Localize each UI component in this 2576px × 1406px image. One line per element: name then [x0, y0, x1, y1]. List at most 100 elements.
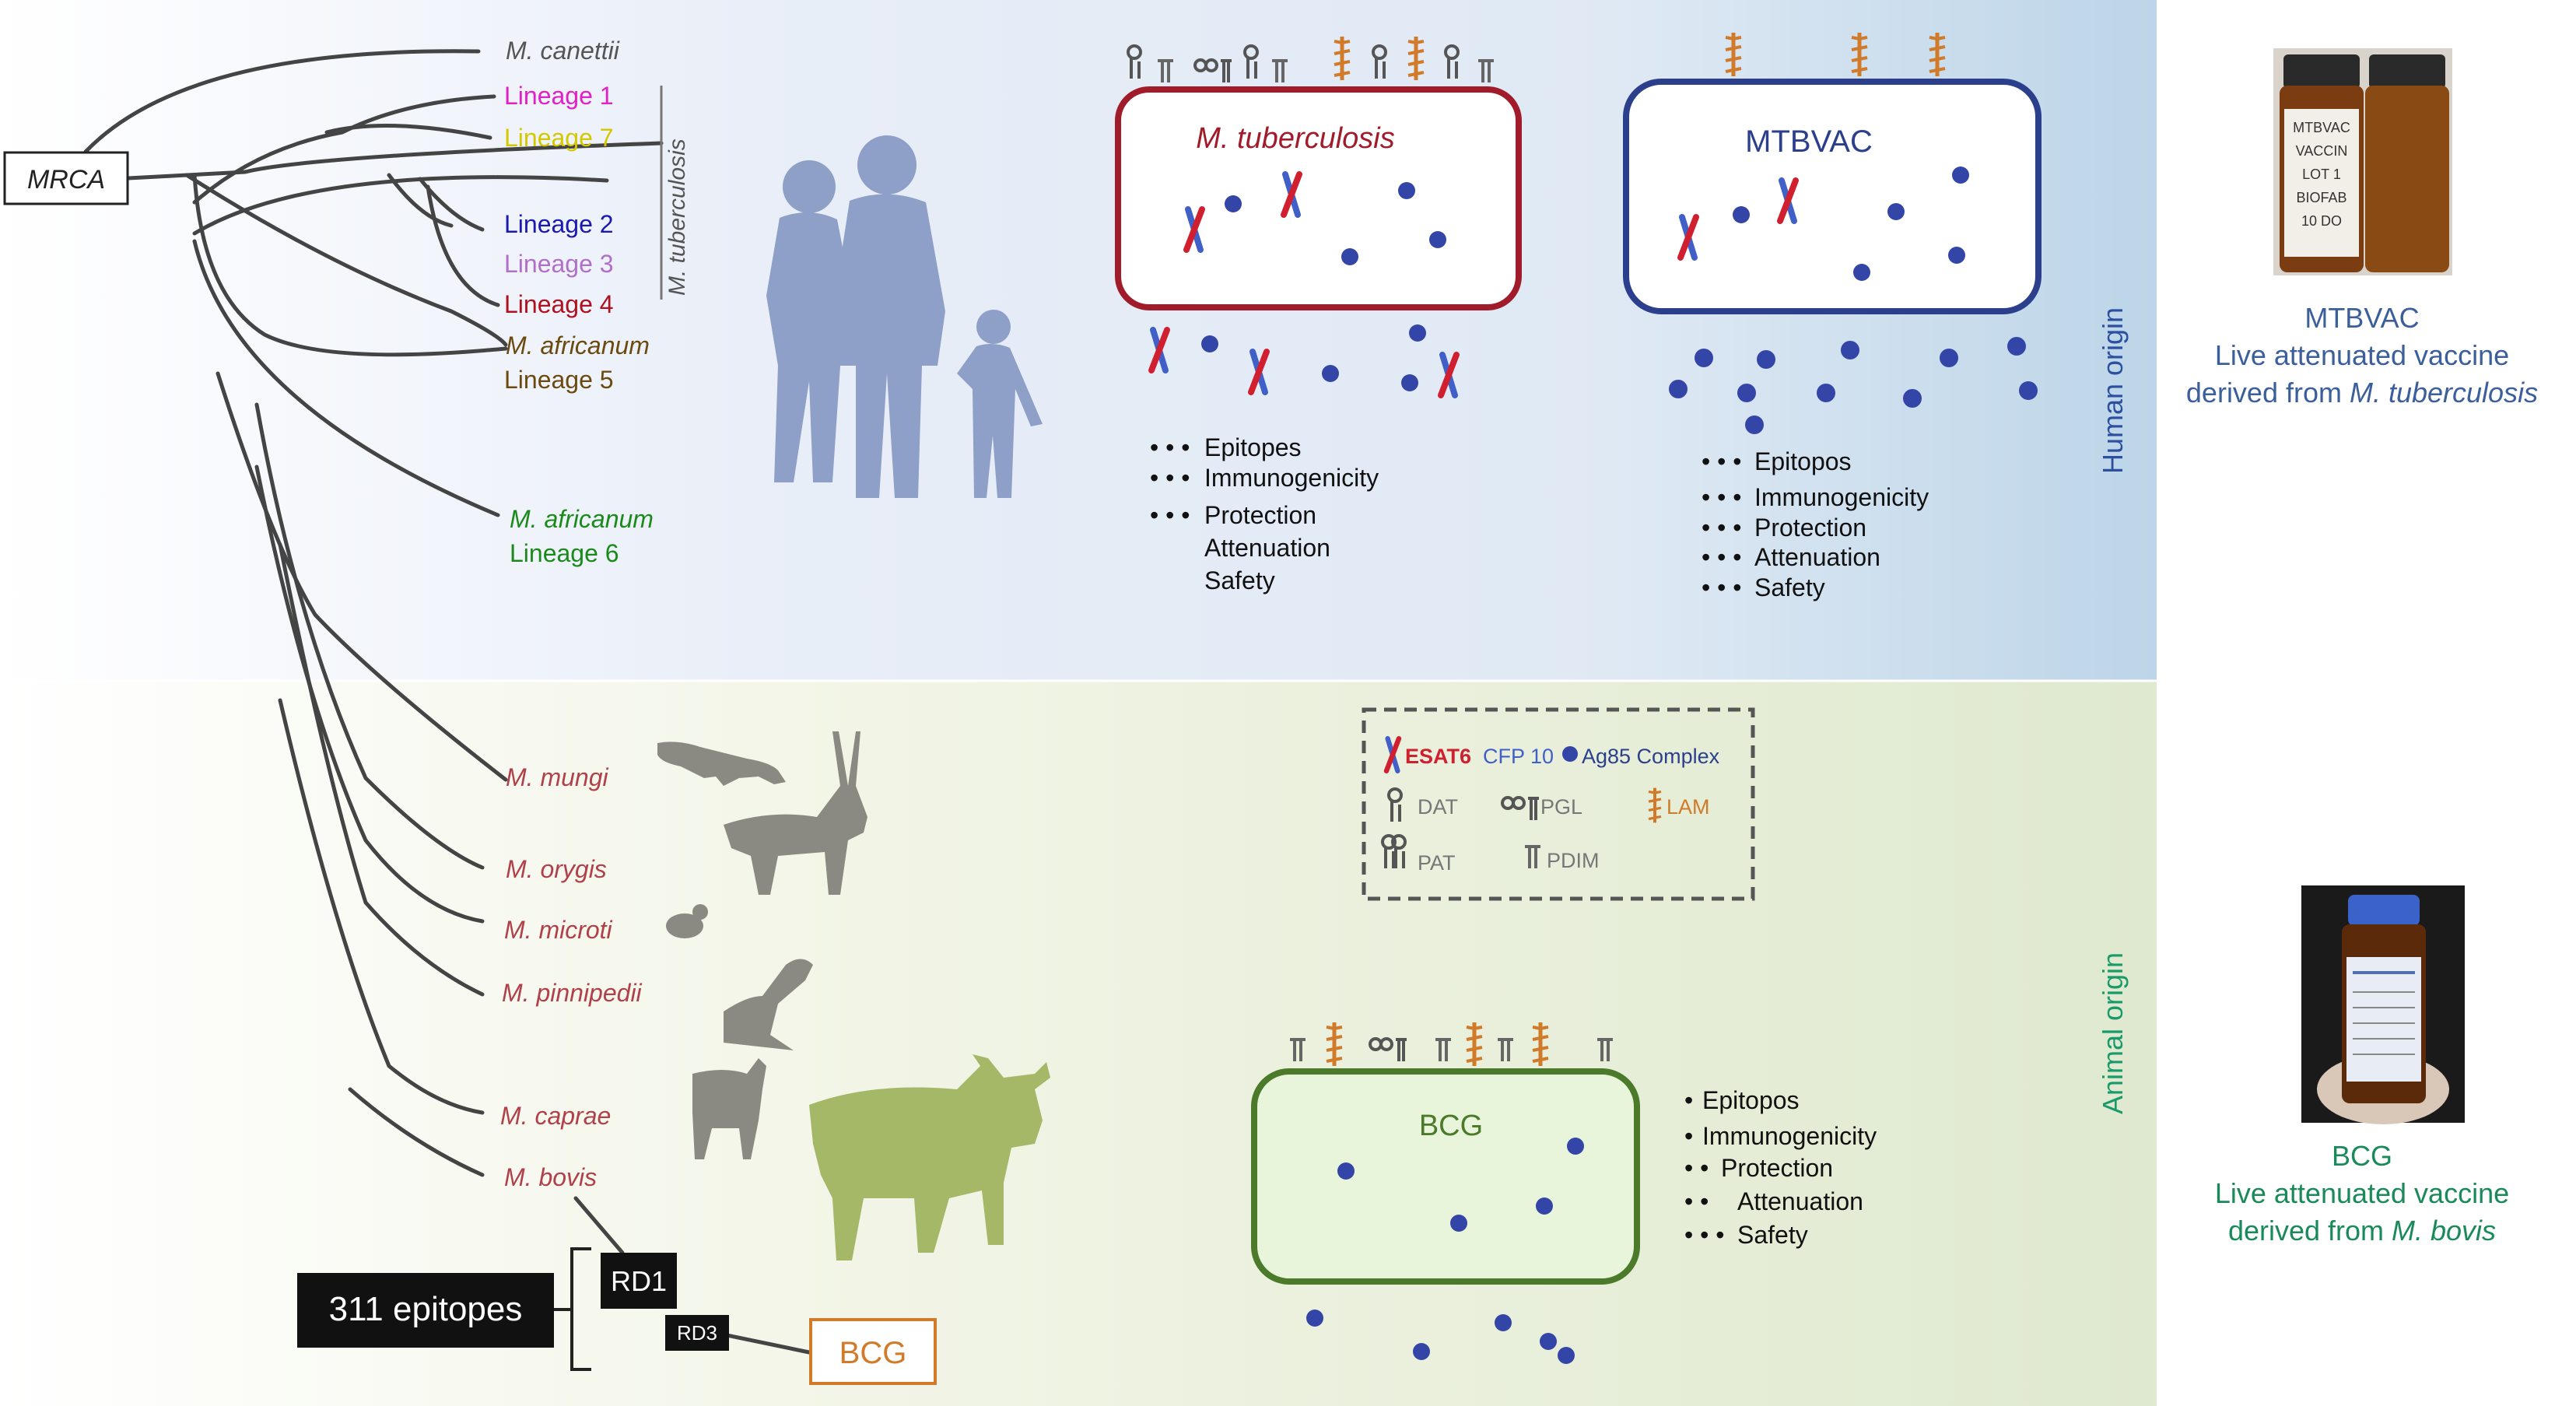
bcg-prop-dots-2: •: [1684, 1122, 1693, 1150]
mtbvac-prop-dots-3: • • •: [1702, 514, 1741, 542]
bcg-cell: BCG: [1251, 1068, 1640, 1285]
svg-text:LOT 1: LOT 1: [2302, 167, 2341, 182]
mtb-prop-dots-1: • • •: [1150, 433, 1190, 461]
taxon-m-canettii: M. canettii: [506, 37, 620, 65]
mtbvac-prop-3: Protection: [1754, 514, 1866, 542]
mtb-cell: M. tuberculosis: [1115, 86, 1522, 310]
taxon-lineage-2: Lineage 2: [504, 210, 614, 238]
epitopes-label: 311 epitopes: [329, 1290, 523, 1328]
animal-origin-label: Animal origin: [2097, 952, 2129, 1114]
svg-text:MTBVAC: MTBVAC: [2293, 120, 2350, 135]
mtb-prop-4: Attenuation: [1204, 534, 1330, 562]
svg-text:VACCIN: VACCIN: [2296, 143, 2348, 159]
bcg-prop-3: Protection: [1721, 1154, 1833, 1182]
mtbvac-properties-list: • • • Epitopos • • • Immunogenicity • • …: [1702, 447, 1929, 601]
mtb-prop-dots-3: • • •: [1150, 501, 1190, 529]
bcg-prop-dots-3: • •: [1684, 1154, 1709, 1182]
bcg-properties-list: • Epitopos • Immunogenicity • • Protecti…: [1684, 1086, 1877, 1249]
mtbvac-prop-dots-1: • • •: [1702, 447, 1741, 475]
legend-lam: LAM: [1667, 795, 1710, 819]
taxon-m-orygis: M. orygis: [506, 855, 607, 883]
bcg-caption: BCG Live attenuated vaccine derived from…: [2215, 1140, 2509, 1246]
bcg-secreted-antigens: [1306, 1310, 1575, 1364]
mtbvac-prop-5: Safety: [1754, 573, 1825, 601]
legend-dat: DAT: [1418, 795, 1458, 819]
svg-text:MTBVAC: MTBVAC: [2304, 302, 2419, 334]
taxon-m-caprae: M. caprae: [500, 1102, 611, 1130]
bcg-prop-dots-1: •: [1684, 1086, 1693, 1114]
human-family-silhouette: [766, 135, 1043, 498]
bcg-box: [809, 1318, 937, 1385]
rd3-label: RD3: [677, 1321, 717, 1345]
taxon-m-mungi: M. mungi: [506, 763, 608, 791]
phylogenetic-tree: [83, 49, 811, 1355]
bcg-prop-5: Safety: [1737, 1221, 1808, 1249]
taxon-lineage-7: Lineage 7: [504, 124, 614, 152]
mtbvac-prop-1: Epitopos: [1754, 447, 1852, 475]
epitopes-box: [297, 1273, 554, 1348]
taxon-m-pinnipedii: M. pinnipedii: [502, 979, 643, 1007]
mtb-properties-list: • • • Epitopes • • • Immunogenicity • • …: [1150, 433, 1379, 594]
taxon-lineage-5: Lineage 5: [504, 366, 614, 394]
svg-text:derived from M. tuberculosis: derived from M. tuberculosis: [2186, 377, 2538, 408]
rd1-box: [601, 1253, 677, 1309]
mtb-secreted-antigens: [1151, 324, 1456, 395]
bcg-prop-2: Immunogenicity: [1702, 1122, 1877, 1150]
cow-silhouette: [809, 1054, 1050, 1260]
rd3-box: [665, 1315, 729, 1351]
mtbvac-vial-photo: MTBVAC VACCIN LOT 1 BIOFAB 10 DO: [2273, 48, 2452, 275]
bcg-prop-1: Epitopos: [1702, 1086, 1800, 1114]
svg-text:BCG: BCG: [2332, 1140, 2392, 1172]
mtb-cell-label: M. tuberculosis: [1196, 122, 1395, 155]
animal-silhouettes: [657, 731, 867, 1159]
taxon-m-microti: M. microti: [504, 916, 613, 944]
svg-text:BIOFAB: BIOFAB: [2296, 190, 2346, 205]
mtb-prop-dots-2: • • •: [1150, 464, 1190, 492]
legend: ESAT6 CFP 10 Ag85 Complex DAT PGL LAM PA…: [1362, 707, 1755, 901]
bcg-vial-photo: [2301, 885, 2465, 1124]
legend-cfp10: CFP 10: [1483, 745, 1554, 768]
legend-ag85-marker: [1562, 746, 1578, 762]
mtbvac-prop-2: Immunogenicity: [1754, 483, 1929, 511]
taxon-lineage-3: Lineage 3: [504, 250, 614, 278]
mtbvac-prop-dots-5: • • •: [1702, 573, 1741, 601]
mtbvac-cell-label: MTBVAC: [1745, 124, 1873, 159]
taxon-lineage-6: Lineage 6: [510, 539, 619, 567]
legend-ag85: Ag85 Complex: [1582, 745, 1720, 768]
mtb-prop-5: Safety: [1204, 566, 1275, 594]
svg-text:Live attenuated vaccine: Live attenuated vaccine: [2215, 339, 2509, 371]
legend-esat6: ESAT6: [1405, 745, 1471, 768]
legend-pgl: PGL: [1540, 795, 1582, 819]
bcg-cell-label: BCG: [1419, 1110, 1483, 1142]
bcg-prop-dots-4: • •: [1684, 1187, 1709, 1215]
mtbvac-cell: MTBVAC: [1623, 79, 2042, 314]
mtb-prop-1: Epitopes: [1204, 433, 1302, 461]
human-origin-label: Human origin: [2097, 307, 2129, 474]
taxon-m-africanum-6: M. africanum: [510, 505, 654, 533]
bcg-box-label: BCG: [839, 1336, 907, 1370]
svg-text:derived from M. bovis: derived from M. bovis: [2228, 1215, 2496, 1246]
bcg-prop-dots-5: • • •: [1684, 1221, 1724, 1249]
mtbvac-prop-4: Attenuation: [1754, 543, 1880, 571]
taxon-lineage-1: Lineage 1: [504, 82, 614, 110]
taxon-m-bovis: M. bovis: [504, 1163, 597, 1191]
mtbvac-caption: MTBVAC Live attenuated vaccine derived f…: [2186, 302, 2538, 408]
rd1-label: RD1: [611, 1265, 667, 1297]
mtbvac-prop-dots-2: • • •: [1702, 483, 1741, 511]
mtb-prop-2: Immunogenicity: [1204, 464, 1379, 492]
mtb-prop-3: Protection: [1204, 501, 1316, 529]
mtb-group-label: M. tuberculosis: [664, 138, 690, 296]
svg-text:Live attenuated vaccine: Live attenuated vaccine: [2215, 1177, 2509, 1209]
taxon-lineage-4: Lineage 4: [504, 290, 614, 318]
mrca-box: [3, 151, 129, 205]
mtbvac-prop-dots-4: • • •: [1702, 543, 1741, 571]
svg-text:10 DO: 10 DO: [2301, 213, 2342, 229]
taxon-m-africanum-5: M. africanum: [506, 331, 650, 359]
legend-pat: PAT: [1418, 851, 1456, 875]
epitopes-bracket: [554, 1247, 591, 1371]
legend-pdim: PDIM: [1547, 849, 1600, 872]
bcg-prop-4: Attenuation: [1737, 1187, 1863, 1215]
mtbvac-secreted-antigens: [1669, 337, 2038, 434]
mrca-label: MRCA: [27, 165, 105, 195]
